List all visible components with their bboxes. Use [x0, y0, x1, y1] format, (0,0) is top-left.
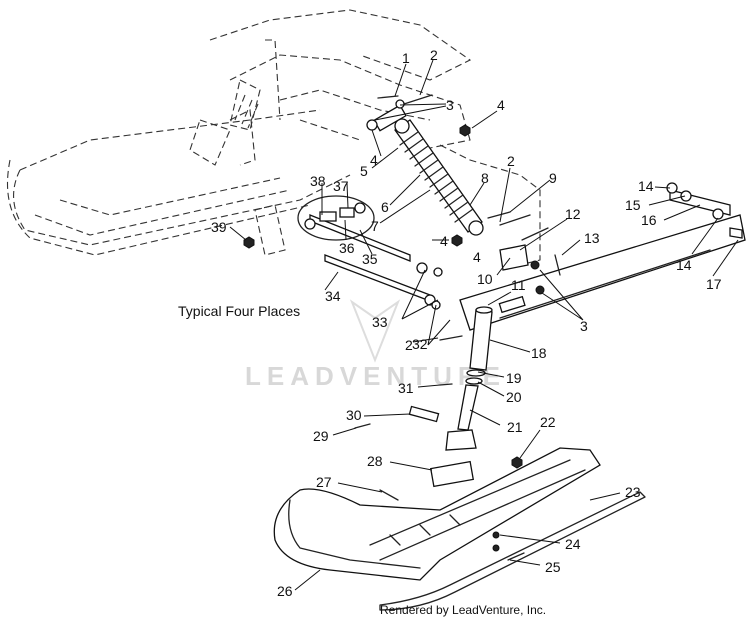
watermark: LEADVENTURE	[245, 361, 506, 391]
callout-11: 11	[511, 277, 526, 293]
callout-20: 20	[506, 389, 522, 405]
callout-30: 30	[346, 407, 362, 423]
callout-26: 26	[277, 583, 293, 599]
callout-17: 17	[706, 276, 722, 292]
callout-38: 38	[310, 173, 326, 189]
callout-4c: 4	[440, 233, 448, 249]
callout-31: 31	[398, 380, 414, 396]
callout-2c: 2	[405, 337, 413, 353]
bracket	[499, 227, 561, 295]
callout-4d: 3	[580, 318, 588, 334]
callout-39: 39	[211, 219, 227, 235]
callout-19: 19	[506, 370, 522, 386]
small-hardware	[354, 335, 463, 429]
mount-hardware	[366, 94, 531, 247]
leader-lines	[229, 59, 739, 591]
rear-shock-outline	[189, 79, 261, 166]
callout-2: 2	[430, 47, 438, 63]
callout-37: 37	[333, 178, 349, 194]
caption-typical-four-places: Typical Four Places	[178, 303, 300, 319]
callout-28: 28	[367, 453, 383, 469]
callout-23: 23	[625, 484, 641, 500]
callout-6: 6	[381, 199, 389, 215]
callout-27: 27	[316, 474, 332, 490]
callout-7: 7	[371, 218, 379, 234]
callout-21: 21	[507, 419, 523, 435]
spindle	[445, 306, 493, 451]
ski	[273, 447, 646, 611]
callout-29: 29	[313, 428, 329, 444]
callout-4: 4	[370, 152, 378, 168]
callout-2b: 2	[507, 153, 515, 169]
callout-35: 35	[362, 251, 378, 267]
watermark-logo	[349, 299, 401, 363]
credit-line: Rendered by LeadVenture, Inc.	[380, 603, 546, 617]
callout-12: 12	[565, 206, 581, 222]
callout-16: 16	[641, 212, 657, 228]
callout-9: 9	[549, 170, 557, 186]
callout-1: 1	[402, 50, 410, 66]
callout-18: 18	[531, 345, 547, 361]
callout-3: 3	[446, 97, 454, 113]
callout-13: 13	[584, 230, 600, 246]
callout-labels: 1 2 3 4 5 6 7 8 9 2 4 4 10 11 12 13 14 1…	[211, 47, 722, 599]
callout-22: 22	[540, 414, 556, 430]
callout-14: 14	[638, 178, 654, 194]
shock-absorber	[373, 104, 484, 236]
callout-34: 34	[325, 288, 341, 304]
control-rods	[309, 214, 443, 310]
bushing-detail	[243, 195, 375, 249]
callout-10: 10	[477, 271, 493, 287]
callout-8: 8	[481, 170, 489, 186]
callout-33: 33	[372, 314, 388, 330]
callout-24: 24	[565, 536, 581, 552]
callout-36: 36	[339, 240, 355, 256]
callout-15: 15	[625, 197, 641, 213]
callout-25: 25	[545, 559, 561, 575]
callout-5: 5	[360, 163, 368, 179]
callout-14b: 14	[676, 257, 692, 273]
callout-4b: 4	[497, 97, 505, 113]
callout-10b: 4	[473, 249, 481, 265]
callout-32: 32	[412, 336, 428, 352]
chassis-outline	[7, 9, 541, 266]
